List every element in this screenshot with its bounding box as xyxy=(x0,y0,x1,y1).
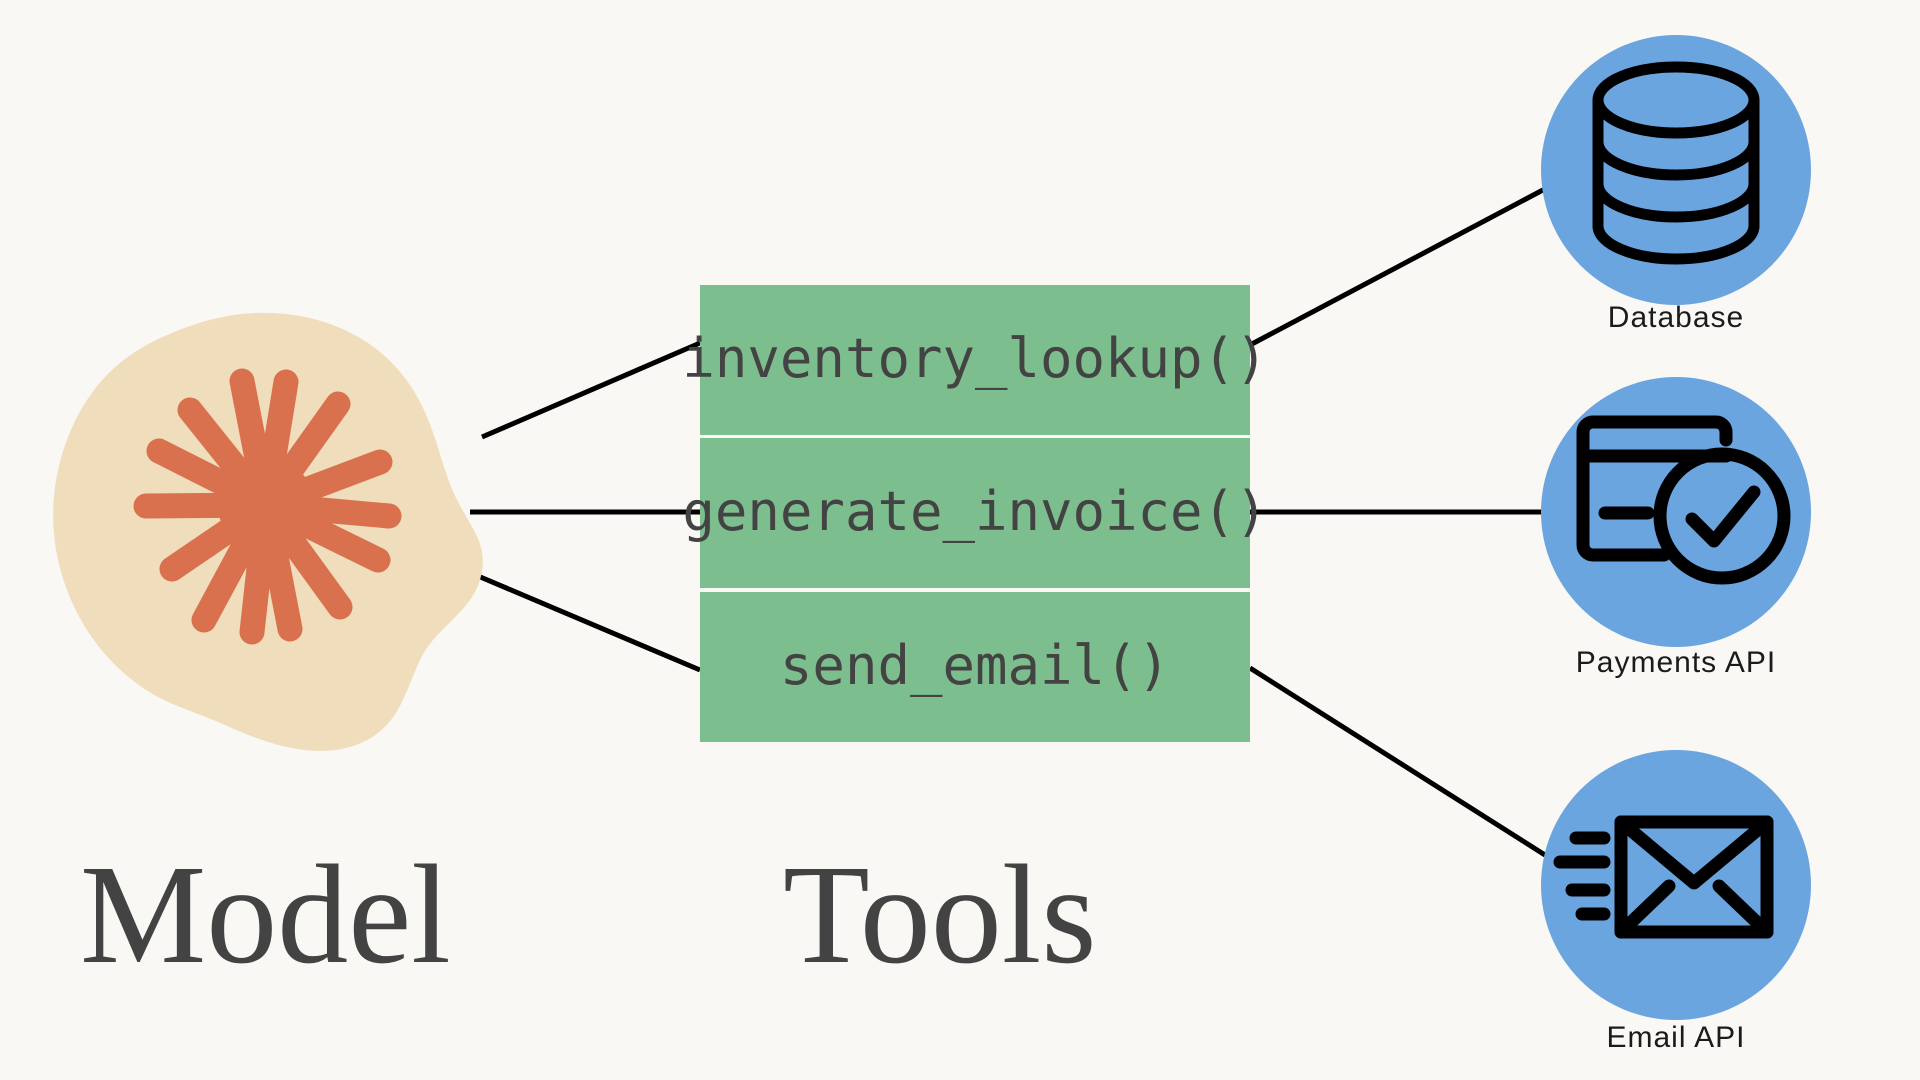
tool-box-inventory-lookup-bg xyxy=(700,285,1250,435)
credit-card-check-icon xyxy=(1576,415,1791,585)
connector-send-email-to-email-api xyxy=(1248,665,1547,858)
payments-api-caption: Payments API xyxy=(1576,646,1776,679)
connector-model-to-send-email xyxy=(477,573,701,673)
tool-box-send-email[interactable]: send_email() xyxy=(700,592,1250,742)
database-cylinder-icon xyxy=(1592,61,1760,265)
tool-box-send-email-label: send_email() xyxy=(780,634,1170,697)
section-title-model: Model xyxy=(80,835,451,993)
tool-box-send-email-bg xyxy=(700,592,1250,742)
connector-group-tools-to-systems xyxy=(1248,179,1560,858)
connector-model-to-inventory-lookup xyxy=(481,340,701,440)
database-caption: Database xyxy=(1608,301,1744,334)
tool-box-inventory-lookup-label: inventory_lookup() xyxy=(682,327,1267,390)
section-title-tools: Tools xyxy=(783,835,1097,993)
external-node-database[interactable]: Database xyxy=(1541,35,1811,334)
model-starburst-core xyxy=(218,457,314,553)
tool-box-generate-invoice-label: generate_invoice() xyxy=(682,480,1267,543)
email-api-caption: Email API xyxy=(1606,1021,1745,1054)
external-node-payments-api[interactable]: Payments API xyxy=(1541,377,1811,679)
tool-box-generate-invoice-bg xyxy=(700,438,1250,588)
tool-box-generate-invoice[interactable]: generate_invoice() xyxy=(682,438,1268,588)
external-node-email-api[interactable]: Email API xyxy=(1541,750,1811,1054)
connector-inventory-lookup-to-database xyxy=(1248,179,1560,348)
connector-group-model-to-tools xyxy=(470,340,701,673)
model-node[interactable] xyxy=(53,312,483,751)
envelope-send-icon xyxy=(1553,815,1774,939)
tool-box-inventory-lookup[interactable]: inventory_lookup() xyxy=(682,285,1268,435)
